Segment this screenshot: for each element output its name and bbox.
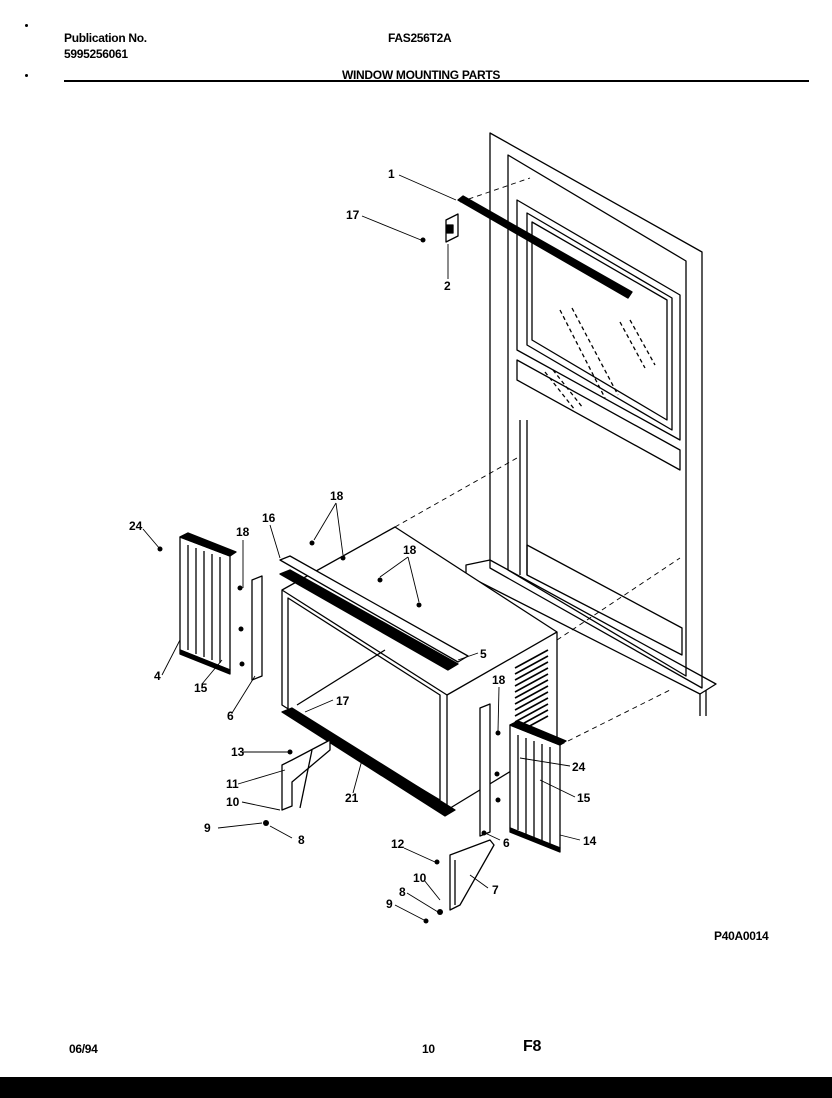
callout-9-right: 9: [386, 897, 393, 911]
callout-10-left: 10: [226, 795, 240, 809]
right-support-bracket: [449, 839, 495, 911]
window-frame: [465, 132, 717, 716]
model-number: FAS256T2A: [388, 31, 452, 45]
callout-18-right: 18: [492, 673, 506, 687]
callout-4: 4: [154, 669, 161, 683]
callout-21: 21: [345, 791, 359, 805]
callout-6-left: 6: [227, 709, 234, 723]
top-seal-strip: [457, 195, 633, 299]
callout-5: 5: [480, 647, 487, 661]
bottom-bar: [0, 1077, 832, 1098]
callout-24-left: 24: [129, 519, 143, 533]
right-side-rail: [479, 703, 491, 837]
callout-16: 16: [262, 511, 276, 525]
callout-7: 7: [492, 883, 499, 897]
callout-18-mid: 18: [403, 543, 417, 557]
callout-15-left: 15: [194, 681, 208, 695]
left-side-rail: [251, 575, 263, 681]
figure-code: P40A0014: [714, 929, 769, 943]
callout-14: 14: [583, 834, 597, 848]
publication-label: Publication No.: [64, 31, 147, 45]
callout-18-top: 18: [330, 489, 344, 503]
callout-17-top: 17: [346, 208, 360, 222]
callout-12: 12: [391, 837, 405, 851]
margin-mark-top: [25, 24, 28, 27]
header-rule: [64, 80, 809, 82]
callout-17-mid: 17: [336, 694, 350, 708]
right-accordion-panel: [509, 720, 567, 853]
left-accordion-panel: [179, 532, 237, 675]
callout-11: 11: [226, 777, 239, 791]
callout-1: 1: [388, 167, 395, 181]
section-title: WINDOW MOUNTING PARTS: [342, 68, 501, 82]
bottom-rail: [281, 707, 456, 817]
publication-number: 5995256061: [64, 47, 128, 61]
callout-15-right: 15: [577, 791, 591, 805]
callout-13: 13: [231, 745, 245, 759]
callout-8-right: 8: [399, 885, 406, 899]
callout-24-right: 24: [572, 760, 586, 774]
margin-mark-mid: [25, 74, 28, 77]
callout-10-right: 10: [413, 871, 427, 885]
top-rail: [279, 555, 469, 663]
callout-9-left: 9: [204, 821, 211, 835]
footer-date: 06/94: [69, 1042, 98, 1056]
callout-18-left: 18: [236, 525, 250, 539]
callout-2: 2: [444, 279, 451, 293]
left-support-bracket: [281, 739, 331, 811]
footer-page-number: 10: [422, 1042, 435, 1056]
footer-page-code: F8: [523, 1038, 542, 1055]
callout-6-right: 6: [503, 836, 510, 850]
callout-8-left: 8: [298, 833, 305, 847]
